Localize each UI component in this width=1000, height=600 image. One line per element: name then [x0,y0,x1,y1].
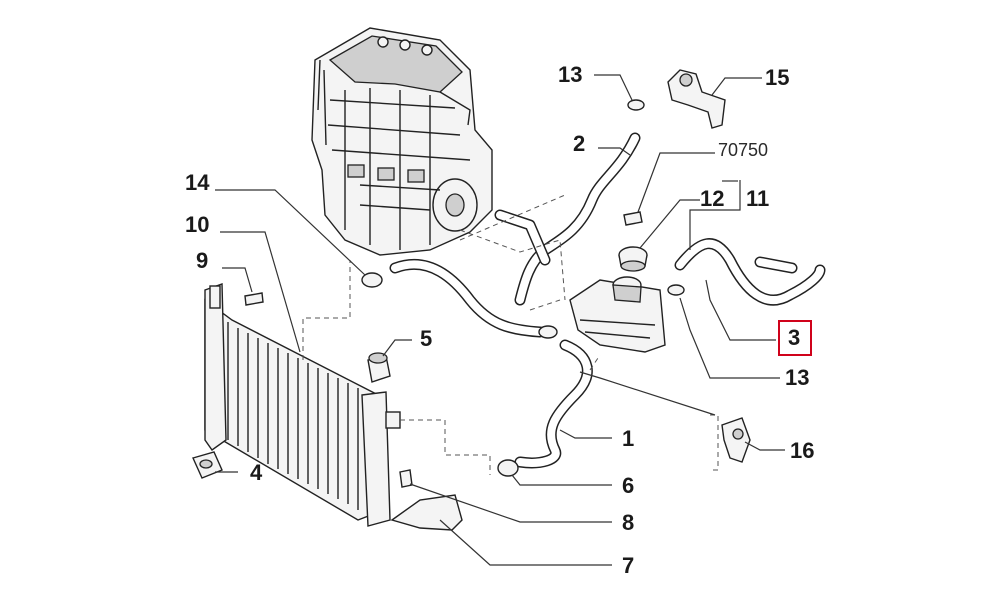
clip-70750 [623,211,643,226]
clamp-6 [497,459,519,477]
callout-15: 15 [765,65,790,90]
mount-4 [192,451,223,479]
callout-13: 13 [558,62,583,87]
hose-3 [674,238,826,306]
callout-2: 2 [573,131,586,156]
hose-1 [514,339,593,469]
callout-9: 9 [196,248,209,273]
callout-4: 4 [250,460,263,485]
ref-code-70750: 70750 [718,140,769,160]
clamp-13-right [667,284,685,296]
callout-11: 11 [746,186,770,211]
bracket-7 [390,494,463,531]
bolt-9 [244,292,264,306]
clamp-mid [538,325,558,339]
callout-16: 16 [790,438,815,463]
expansion-tank [569,276,666,353]
clamp-14 [361,272,383,288]
sensor-16 [721,417,751,463]
hose-2 [494,132,641,306]
callout-13-lower: 13 [785,365,810,390]
callout-12: 12 [700,186,725,211]
clamp-13-top [627,99,645,111]
bracket-15 [667,69,726,129]
cap-12 [618,246,648,272]
callout-6: 6 [622,473,635,498]
callout-8: 8 [622,510,635,535]
mount-5 [367,352,391,383]
callout-3: 3 [788,325,801,350]
engine-block [311,27,493,256]
callout-14: 14 [185,170,210,195]
callout-10: 10 [185,212,210,237]
hose-14 [389,258,546,338]
radiator [204,283,401,527]
callout-5: 5 [420,326,433,351]
highlight-box [778,320,812,356]
callout-1: 1 [622,426,635,451]
callout-7: 7 [622,553,635,578]
